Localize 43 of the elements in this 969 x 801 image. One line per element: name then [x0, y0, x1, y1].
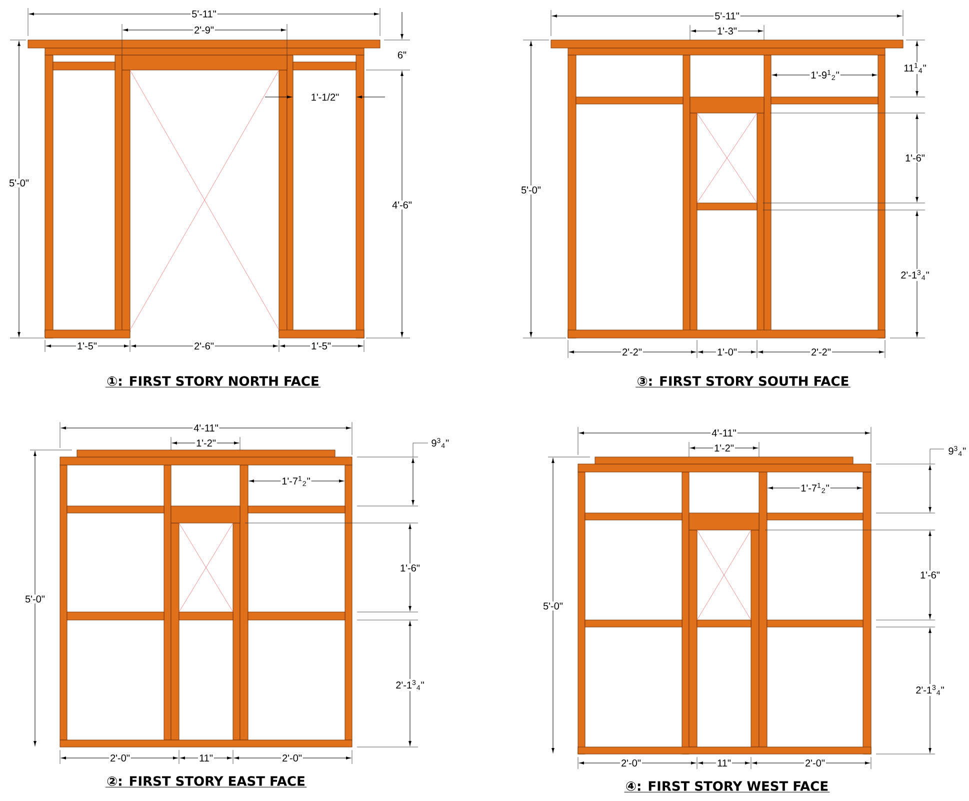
dimension-label: 1'-7$^{1}$$_{2}$": [280, 475, 312, 487]
dimension-label: 2'-2": [621, 348, 643, 356]
dimension-label: 11": [716, 758, 732, 768]
dimension-label: 2'-1$^{3}$$_{4}$": [394, 679, 426, 692]
dimension-label: 4'-11": [192, 424, 220, 432]
dimension-label: 11$^{1}$$_{4}$": [902, 62, 928, 74]
panel-title: ③: FIRST STORY SOUTH FACE: [635, 376, 851, 388]
dimension-label: 1'-5": [76, 342, 98, 350]
dimension-label: 1'-6": [904, 153, 926, 163]
dimension-label: 2'-0": [620, 758, 642, 768]
dimension-label: 1'-7$^{1}$$_{2}$": [800, 482, 830, 494]
dimension-label: 2'-2": [810, 348, 832, 356]
panel-title: ④: FIRST STORY WEST FACE: [624, 781, 830, 792]
dimension-label: 5'-0": [542, 601, 564, 611]
dimension-label: 5'-0": [24, 594, 46, 604]
dimension-label: 2'-1$^{3}$$_{4}$": [914, 684, 946, 696]
dimension-label: 1'-5": [310, 342, 332, 350]
dimension-label: 2'-0": [281, 753, 303, 763]
dimension-label: 6": [396, 50, 408, 60]
dimension-label: 1'-2": [195, 438, 217, 448]
dimension-label: 9$^{3}$$_{4}$": [430, 437, 450, 450]
dimension-label: 2'-9": [193, 25, 215, 35]
dimension-label: 2'-0": [804, 758, 826, 768]
dimension-label: 5'-11": [714, 12, 740, 20]
dimension-label: 4'-6": [391, 200, 413, 210]
dimension-label: 1'-2": [713, 444, 735, 452]
dimension-label: 5'-0": [8, 178, 30, 188]
dimension-label: 5'-0": [520, 185, 542, 195]
dimension-label: 2'-0": [109, 753, 131, 763]
dimension-label: 1'-3": [716, 26, 738, 36]
dimension-label: 1'-6": [399, 563, 421, 573]
dimension-label: 4'-11": [710, 428, 738, 438]
panel-title: ①: FIRST STORY NORTH FACE: [105, 376, 321, 388]
dimension-label: 2'-1$^{3}$$_{4}$": [900, 269, 930, 282]
dimension-label: 5'-11": [190, 10, 218, 18]
dimension-label: 9$^{3}$$_{4}$": [947, 445, 968, 458]
panel-title: ②: FIRST STORY EAST FACE: [105, 776, 307, 788]
dimension-label: 1'-9$^{1}$$_{2}$": [810, 69, 840, 81]
dimension-label: 1'-1/2": [310, 92, 340, 102]
dimension-label: 1'-6": [919, 570, 941, 580]
dimension-label: 11": [198, 754, 214, 762]
dimension-label: 1'-0": [716, 347, 738, 357]
dimension-label: 2'-6": [193, 341, 215, 351]
